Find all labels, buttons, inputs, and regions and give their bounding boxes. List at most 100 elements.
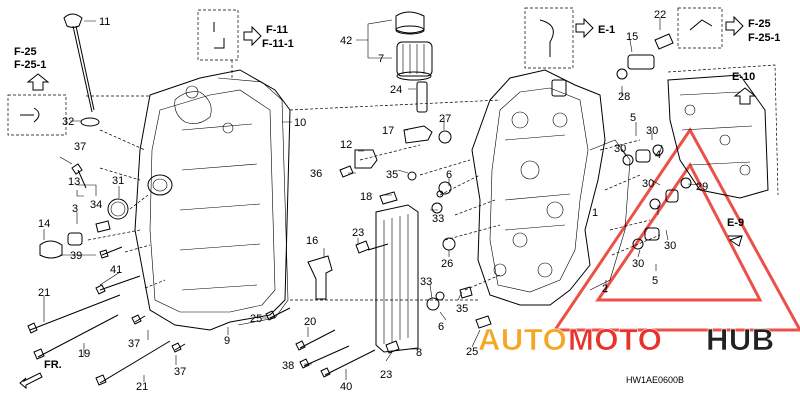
housing-outline bbox=[471, 69, 606, 306]
watermark-triangle-outer bbox=[552, 127, 800, 332]
ref-label: F-25-1 bbox=[748, 32, 780, 44]
part-label: 21 bbox=[136, 381, 148, 393]
part-label: 37 bbox=[174, 366, 186, 378]
part-label: 4 bbox=[655, 149, 661, 161]
ref-label: F-25 bbox=[748, 18, 771, 30]
part-label: 15 bbox=[626, 31, 638, 43]
front-arrow-icon bbox=[19, 372, 43, 390]
oil-cooler bbox=[375, 204, 419, 353]
part-label: 35 bbox=[386, 169, 398, 181]
part-label: 21 bbox=[38, 287, 50, 299]
part-label: 42 bbox=[340, 35, 352, 47]
gasket-outline bbox=[217, 77, 289, 326]
part-label: 33 bbox=[432, 213, 444, 225]
drain-cap bbox=[39, 240, 63, 259]
part-label: 34 bbox=[90, 199, 102, 211]
right-arrow-icon bbox=[575, 17, 594, 39]
part-label: 24 bbox=[390, 84, 402, 96]
ref-label: E-10 bbox=[732, 71, 755, 83]
part-label: 41 bbox=[110, 264, 122, 276]
ref-label: E-9 bbox=[727, 217, 744, 229]
reference-labels: F-25 F-25-1 F-11 F-11-1 E-1 F-25 F-25-1 … bbox=[14, 18, 780, 385]
part-label: 30 bbox=[664, 240, 676, 252]
part-label: 3 bbox=[72, 203, 78, 215]
part-label: 32 bbox=[62, 116, 74, 128]
assembly-guides bbox=[86, 60, 661, 301]
long-bolt bbox=[27, 294, 121, 334]
cover-outline bbox=[134, 69, 291, 331]
up-arrow-icon bbox=[26, 73, 50, 91]
part-label: 37 bbox=[74, 141, 86, 153]
ref-label: F-25 bbox=[14, 46, 37, 58]
watermark-auto: AUTO bbox=[478, 322, 567, 357]
right-housing bbox=[471, 33, 779, 306]
part-label: 29 bbox=[696, 181, 708, 193]
part-label: 12 bbox=[340, 139, 352, 151]
part-label: 8 bbox=[416, 347, 422, 359]
part-label: 30 bbox=[632, 258, 644, 270]
part-label: 39 bbox=[70, 250, 82, 262]
part-label: 30 bbox=[646, 125, 658, 137]
part-label: 27 bbox=[439, 113, 451, 125]
separator-plate bbox=[667, 74, 769, 199]
reference-boxes bbox=[7, 7, 723, 136]
watermark-triangle-inner bbox=[595, 162, 763, 302]
middle-parts bbox=[307, 11, 492, 354]
part-label: 36 bbox=[310, 168, 322, 180]
part-label: 1 bbox=[592, 207, 598, 219]
part-label: 14 bbox=[38, 218, 50, 230]
oil-filter bbox=[396, 41, 433, 77]
part-label: 22 bbox=[654, 9, 666, 21]
part-label: 35 bbox=[456, 303, 468, 315]
bracket bbox=[307, 255, 333, 300]
part-label: 11 bbox=[99, 16, 110, 28]
part-label: 17 bbox=[382, 125, 394, 137]
part-label: 40 bbox=[340, 381, 352, 393]
part-label: 25 bbox=[466, 346, 478, 358]
ref-label: F-11 bbox=[266, 24, 288, 36]
part-label: 37 bbox=[128, 338, 140, 350]
fittings bbox=[616, 33, 692, 250]
left-cover bbox=[27, 13, 376, 386]
watermark-text: AUTO MOTO HUB bbox=[478, 322, 775, 358]
right-arrow-icon bbox=[725, 15, 744, 37]
part-label: 19 bbox=[78, 348, 90, 360]
part-label: 16 bbox=[306, 235, 318, 247]
part-label: 31 bbox=[112, 175, 124, 187]
ref-label: F-25-1 bbox=[14, 59, 46, 71]
part-label: 6 bbox=[438, 321, 444, 333]
ref-box-left bbox=[7, 94, 67, 136]
ref-box-f25-right bbox=[677, 7, 723, 49]
part-label: 2 bbox=[602, 283, 608, 295]
part-label: 13 bbox=[68, 176, 80, 188]
sensor bbox=[403, 125, 433, 144]
plug bbox=[67, 232, 83, 246]
part-label: 20 bbox=[304, 316, 316, 328]
part-label: 18 bbox=[360, 191, 372, 203]
part-labels: 11 32 37 13 3 34 31 14 39 41 21 19 37 37… bbox=[38, 9, 708, 393]
part-label: 30 bbox=[642, 178, 654, 190]
watermark-hub: HUB bbox=[706, 322, 775, 357]
up-arrow-icon bbox=[733, 87, 757, 105]
diagram-code: HW1AE0600B bbox=[626, 375, 684, 385]
filter-cap bbox=[395, 11, 425, 34]
part-label: 25 bbox=[250, 313, 262, 325]
leader-lines bbox=[43, 18, 701, 382]
part-label: 28 bbox=[618, 91, 630, 103]
gasket-outline bbox=[589, 139, 631, 291]
part-label: 23 bbox=[380, 369, 392, 381]
arrow-icon bbox=[728, 235, 743, 247]
dipstick-cap bbox=[63, 13, 83, 28]
ref-box-f11 bbox=[197, 9, 239, 61]
part-label: 6 bbox=[446, 169, 452, 181]
watermark-logo bbox=[552, 127, 800, 332]
part-label: 30 bbox=[614, 143, 626, 155]
part-label: 5 bbox=[630, 112, 636, 124]
long-bolt bbox=[33, 314, 119, 360]
front-label: FR. bbox=[44, 359, 62, 371]
right-arrow-icon bbox=[243, 25, 262, 47]
watermark-moto: MOTO bbox=[568, 322, 662, 357]
part-label: 9 bbox=[224, 335, 230, 347]
